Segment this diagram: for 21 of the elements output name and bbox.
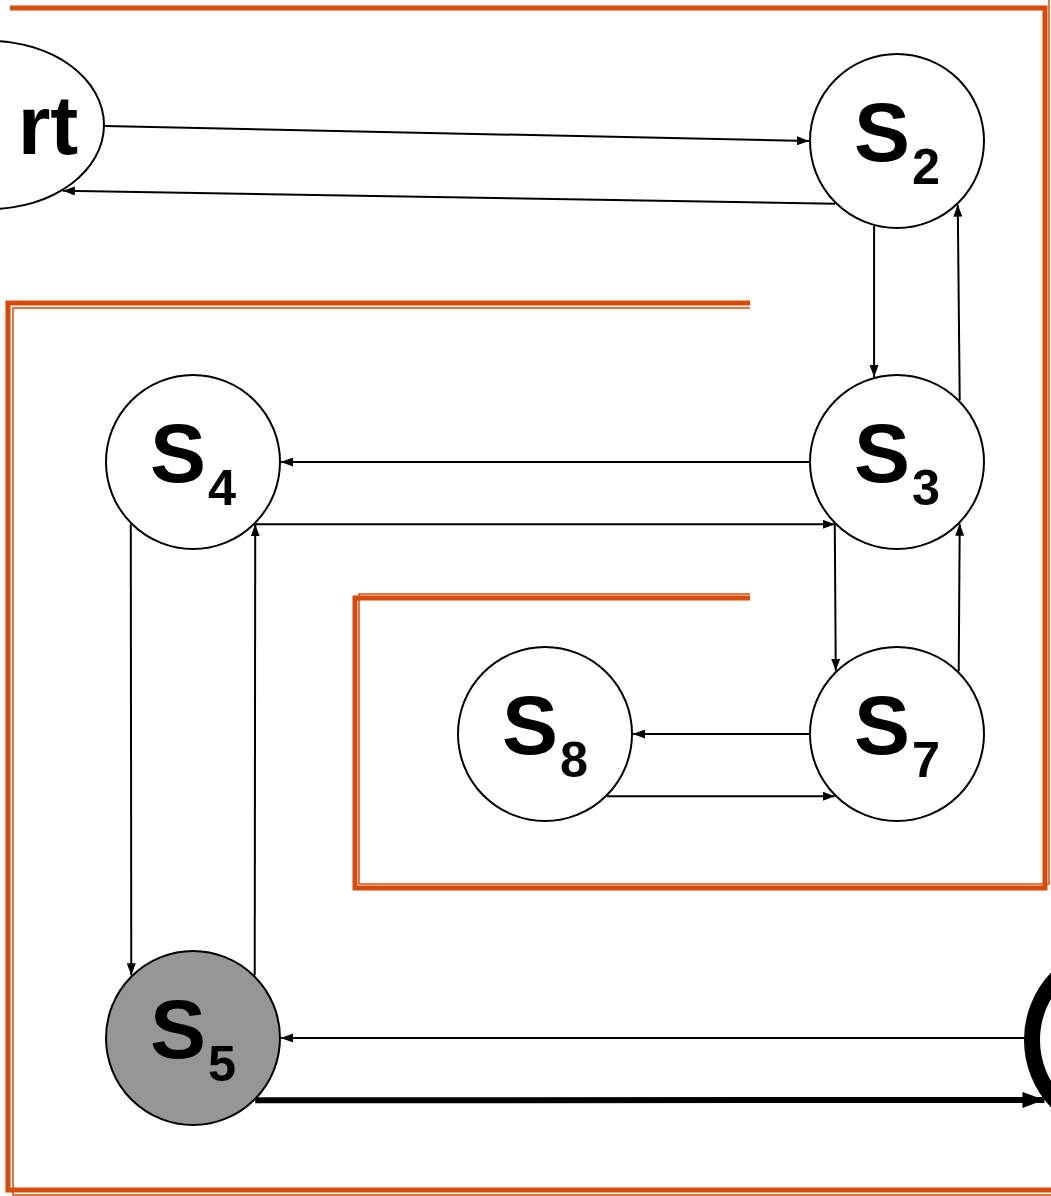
arrow	[254, 519, 836, 529]
arrow	[955, 522, 965, 673]
state-label: S$_{5}$	[149, 986, 237, 1090]
arrow	[831, 523, 841, 672]
arrow	[869, 224, 879, 379]
arrow	[61, 186, 837, 205]
arrow	[280, 1033, 1025, 1043]
state-label: S$_{7}$	[853, 682, 941, 786]
state-label: S$_{2}$	[853, 89, 941, 193]
state-label: S$_{8}$	[501, 682, 589, 786]
state-label: rt	[17, 83, 79, 167]
arrow	[953, 203, 963, 402]
arrow	[280, 457, 810, 467]
arrow	[632, 729, 810, 739]
state-label: S$_{3}$	[853, 410, 941, 514]
arrow	[255, 1091, 1045, 1108]
arrow	[606, 791, 836, 801]
arrow	[104, 125, 810, 146]
arrow	[250, 523, 260, 977]
arrow	[126, 523, 136, 977]
state-label: S$_{4}$	[149, 410, 237, 514]
